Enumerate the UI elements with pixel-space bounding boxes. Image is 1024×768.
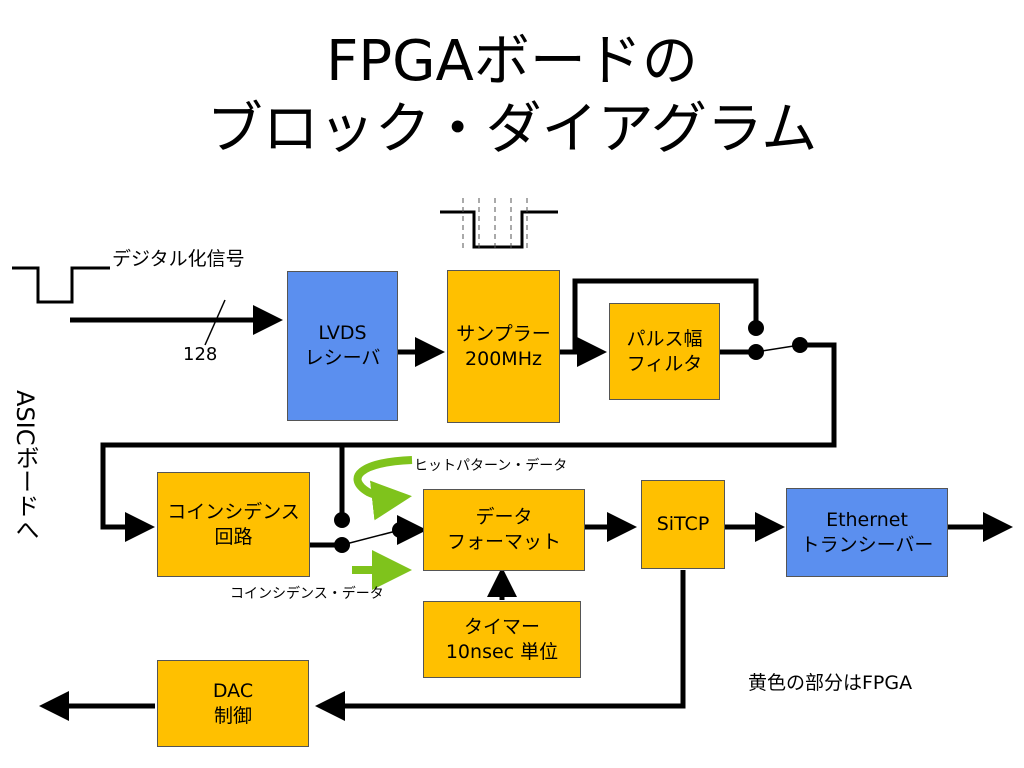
data-format-line-2: フォーマット <box>446 531 561 553</box>
lvds-line-1: LVDS <box>318 322 367 344</box>
switch2-output <box>392 522 408 538</box>
title-line-2: ブロック・ダイアグラム <box>206 97 818 162</box>
dac-line-2: 制御 <box>213 704 252 727</box>
bypass-line <box>572 278 759 352</box>
pulse-filter-line-2: フィルタ <box>626 352 703 375</box>
title-line-1: FPGAボードの <box>326 29 698 94</box>
sitcp-to-dac <box>315 570 686 721</box>
switch1-contact-bottom <box>748 344 764 360</box>
coincidence-line-2: 回路 <box>214 525 253 548</box>
lvds-receiver-block: LVDS レシーバ <box>287 271 398 421</box>
dac-block: DAC 制御 <box>157 660 309 747</box>
input-waveform <box>12 266 110 304</box>
ethernet-block: Ethernet トランシーバー <box>786 488 948 577</box>
clock-waveform <box>440 210 558 249</box>
switch2-contact-top <box>334 512 350 528</box>
sampling-dashes <box>462 198 528 252</box>
switch2-contact-bottom <box>334 537 350 553</box>
hit-pattern-arrow <box>353 456 413 521</box>
sitcp-label: SiTCP <box>656 513 710 535</box>
switch2-blade <box>341 529 401 546</box>
fpga-note: 黄色の部分はFPGA <box>748 672 913 694</box>
hit-pattern-label: ヒットパターン・データ <box>414 458 568 474</box>
digital-signal-label: デジタル化信号 <box>112 248 245 270</box>
to-asic-label: ASICボードへ <box>11 390 39 542</box>
loop-to-coincidence <box>100 342 837 542</box>
data-format-line-1: データ <box>475 506 533 528</box>
pulse-filter-block: パルス幅 フィルタ <box>609 303 720 400</box>
sampler-line-2: 200MHz <box>465 347 542 370</box>
ethernet-line-2: トランシーバー <box>800 533 934 556</box>
timer-line-1: タイマー <box>463 615 540 638</box>
pulse-filter-line-1: パルス幅 <box>626 327 703 350</box>
lvds-line-2: レシーバ <box>304 347 381 369</box>
sampler-block: サンプラー 200MHz <box>447 270 560 423</box>
coincidence-block: コインシデンス 回路 <box>157 472 310 577</box>
data-format-block: データ フォーマット <box>423 489 585 571</box>
sampler-line-1: サンプラー <box>456 322 551 345</box>
sitcp-block: SiTCP <box>641 480 725 569</box>
timer-line-2: 10nsec 単位 <box>445 640 559 663</box>
coincidence-data-label: コインシデンス・データ <box>230 586 384 602</box>
coincidence-line-1: コインシデンス <box>167 500 300 523</box>
dac-line-1: DAC <box>212 679 254 702</box>
timer-block: タイマー 10nsec 単位 <box>423 601 581 678</box>
switch1-contact-top <box>748 320 764 336</box>
switch1-output <box>792 337 808 353</box>
bus-width-label: 128 <box>183 344 218 365</box>
ethernet-line-1: Ethernet <box>826 508 908 531</box>
bus-slash <box>204 299 226 346</box>
